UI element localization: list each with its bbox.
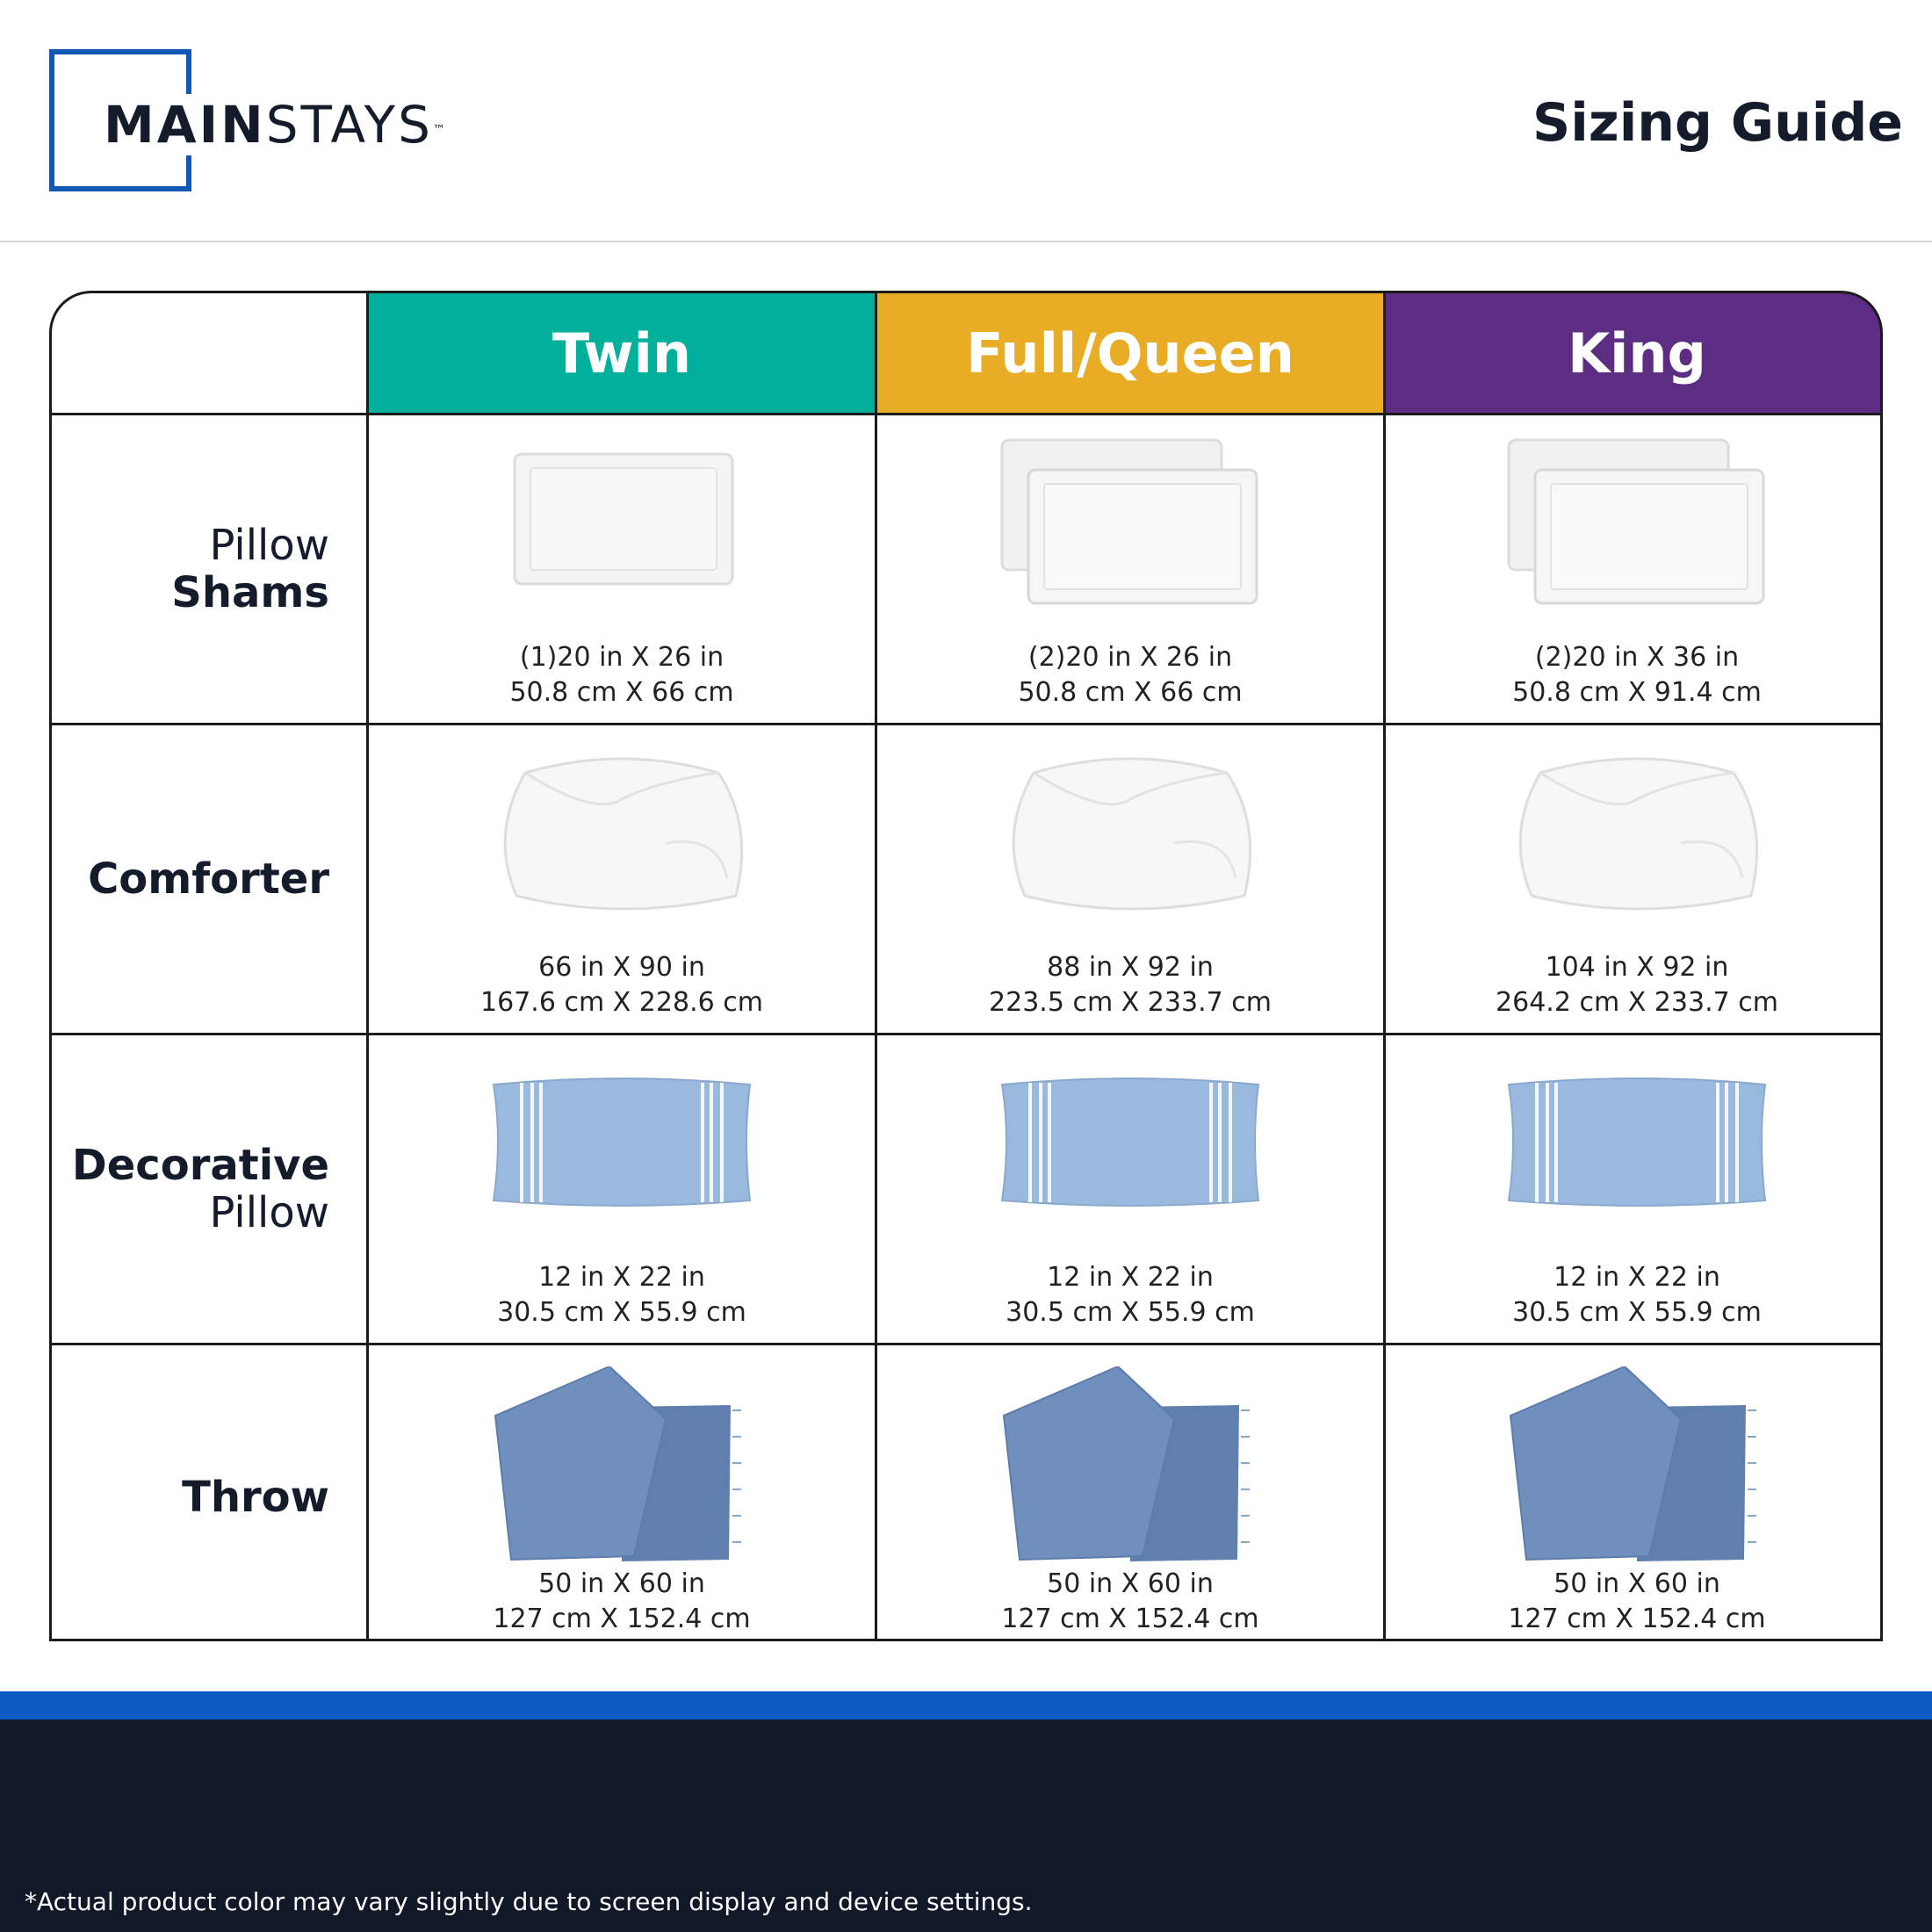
dimension-metric: 223.5 cm X 233.7 cm: [989, 987, 1272, 1018]
pillow-sham-icon: [1000, 438, 1258, 605]
dimension-imperial: (1)20 in X 26 in: [519, 642, 724, 673]
pillow-sham-icon: [513, 452, 734, 586]
row-label-line1: Pillow: [209, 521, 329, 570]
dimension-imperial: 50 in X 60 in: [1047, 1568, 1214, 1599]
row-label-line1: Comforter: [88, 854, 329, 904]
dimension-metric: 127 cm X 152.4 cm: [1001, 1604, 1259, 1634]
dimension-imperial: (2)20 in X 36 in: [1534, 642, 1740, 673]
dimension-imperial: 12 in X 22 in: [538, 1262, 705, 1293]
dimension-metric: 50.8 cm X 66 cm: [1018, 677, 1243, 708]
decorative-pillow-icon: [1507, 1078, 1767, 1207]
column-header-full-queen: Full/Queen: [877, 293, 1383, 413]
table-corner: [52, 293, 366, 413]
header-divider: [0, 241, 1932, 242]
table-cell: (1)20 in X 26 in 50.8 cm X 66 cm: [369, 415, 875, 723]
dimension-metric: 127 cm X 152.4 cm: [493, 1604, 751, 1634]
disclaimer-text: *Actual product color may vary slightly …: [25, 1887, 1033, 1916]
dimension-imperial: (2)20 in X 26 in: [1027, 642, 1233, 673]
dimension-imperial: 50 in X 60 in: [538, 1568, 705, 1599]
table-cell: 88 in X 92 in 223.5 cm X 233.7 cm: [877, 725, 1383, 1033]
dimension-metric: 30.5 cm X 55.9 cm: [1512, 1297, 1762, 1328]
dimension-metric: 50.8 cm X 66 cm: [509, 677, 734, 708]
row-label-line1: Throw: [182, 1473, 329, 1522]
throw-blanket-icon: [494, 1366, 741, 1561]
brand-logo: MAINSTAYS™: [100, 94, 451, 155]
brand-name-bold: MAIN: [104, 95, 266, 155]
comforter-icon: [1012, 757, 1252, 911]
dimension-imperial: 12 in X 22 in: [1047, 1262, 1214, 1293]
table-cell: 12 in X 22 in 30.5 cm X 55.9 cm: [1386, 1035, 1880, 1343]
table-cell: 50 in X 60 in 127 cm X 152.4 cm: [1386, 1345, 1880, 1639]
dimension-metric: 127 cm X 152.4 cm: [1508, 1604, 1766, 1634]
table-cell: 50 in X 60 in 127 cm X 152.4 cm: [369, 1345, 875, 1639]
row-label-pillow-shams: Pillow Shams: [52, 415, 366, 723]
dimension-imperial: 88 in X 92 in: [1047, 952, 1214, 983]
table-cell: 104 in X 92 in 264.2 cm X 233.7 cm: [1386, 725, 1880, 1033]
column-header-king: King: [1386, 293, 1880, 413]
brand-name-light: STAYS: [265, 95, 433, 155]
dimension-metric: 30.5 cm X 55.9 cm: [1006, 1297, 1255, 1328]
decorative-pillow-icon: [492, 1078, 752, 1207]
row-label-comforter: Comforter: [52, 725, 366, 1033]
comforter-icon: [503, 757, 744, 911]
page-title: Sizing Guide: [1532, 92, 1903, 154]
row-label-throw: Throw: [52, 1345, 366, 1639]
dimension-metric: 50.8 cm X 91.4 cm: [1512, 677, 1762, 708]
footer-accent-band: [0, 1691, 1932, 1719]
row-label-decorative-pillow: Decorative Pillow: [52, 1035, 366, 1343]
dimension-metric: 167.6 cm X 228.6 cm: [480, 987, 763, 1018]
decorative-pillow-icon: [1000, 1078, 1260, 1207]
column-header-twin: Twin: [369, 293, 875, 413]
throw-blanket-icon: [1509, 1366, 1756, 1561]
table-cell: (2)20 in X 26 in 50.8 cm X 66 cm: [877, 415, 1383, 723]
row-label-line2: Pillow: [209, 1188, 329, 1237]
row-label-line2: Shams: [171, 568, 329, 617]
table-cell: (2)20 in X 36 in 50.8 cm X 91.4 cm: [1386, 415, 1880, 723]
table-cell: 12 in X 22 in 30.5 cm X 55.9 cm: [877, 1035, 1383, 1343]
throw-blanket-icon: [1002, 1366, 1250, 1561]
table-cell: 66 in X 90 in 167.6 cm X 228.6 cm: [369, 725, 875, 1033]
footer: [0, 1719, 1932, 1932]
dimension-imperial: 12 in X 22 in: [1554, 1262, 1720, 1293]
pillow-sham-icon: [1507, 438, 1765, 605]
table-cell: 12 in X 22 in 30.5 cm X 55.9 cm: [369, 1035, 875, 1343]
dimension-metric: 264.2 cm X 233.7 cm: [1496, 987, 1778, 1018]
dimension-imperial: 50 in X 60 in: [1554, 1568, 1720, 1599]
sizing-table: Twin Full/Queen King Pillow Shams (1)20 …: [49, 291, 1883, 1641]
row-label-line1: Decorative: [71, 1141, 329, 1190]
dimension-imperial: 104 in X 92 in: [1545, 952, 1729, 983]
table-cell: 50 in X 60 in 127 cm X 152.4 cm: [877, 1345, 1383, 1639]
comforter-icon: [1518, 757, 1759, 911]
dimension-metric: 30.5 cm X 55.9 cm: [497, 1297, 746, 1328]
dimension-imperial: 66 in X 90 in: [538, 952, 705, 983]
trademark-symbol: ™: [432, 123, 445, 137]
